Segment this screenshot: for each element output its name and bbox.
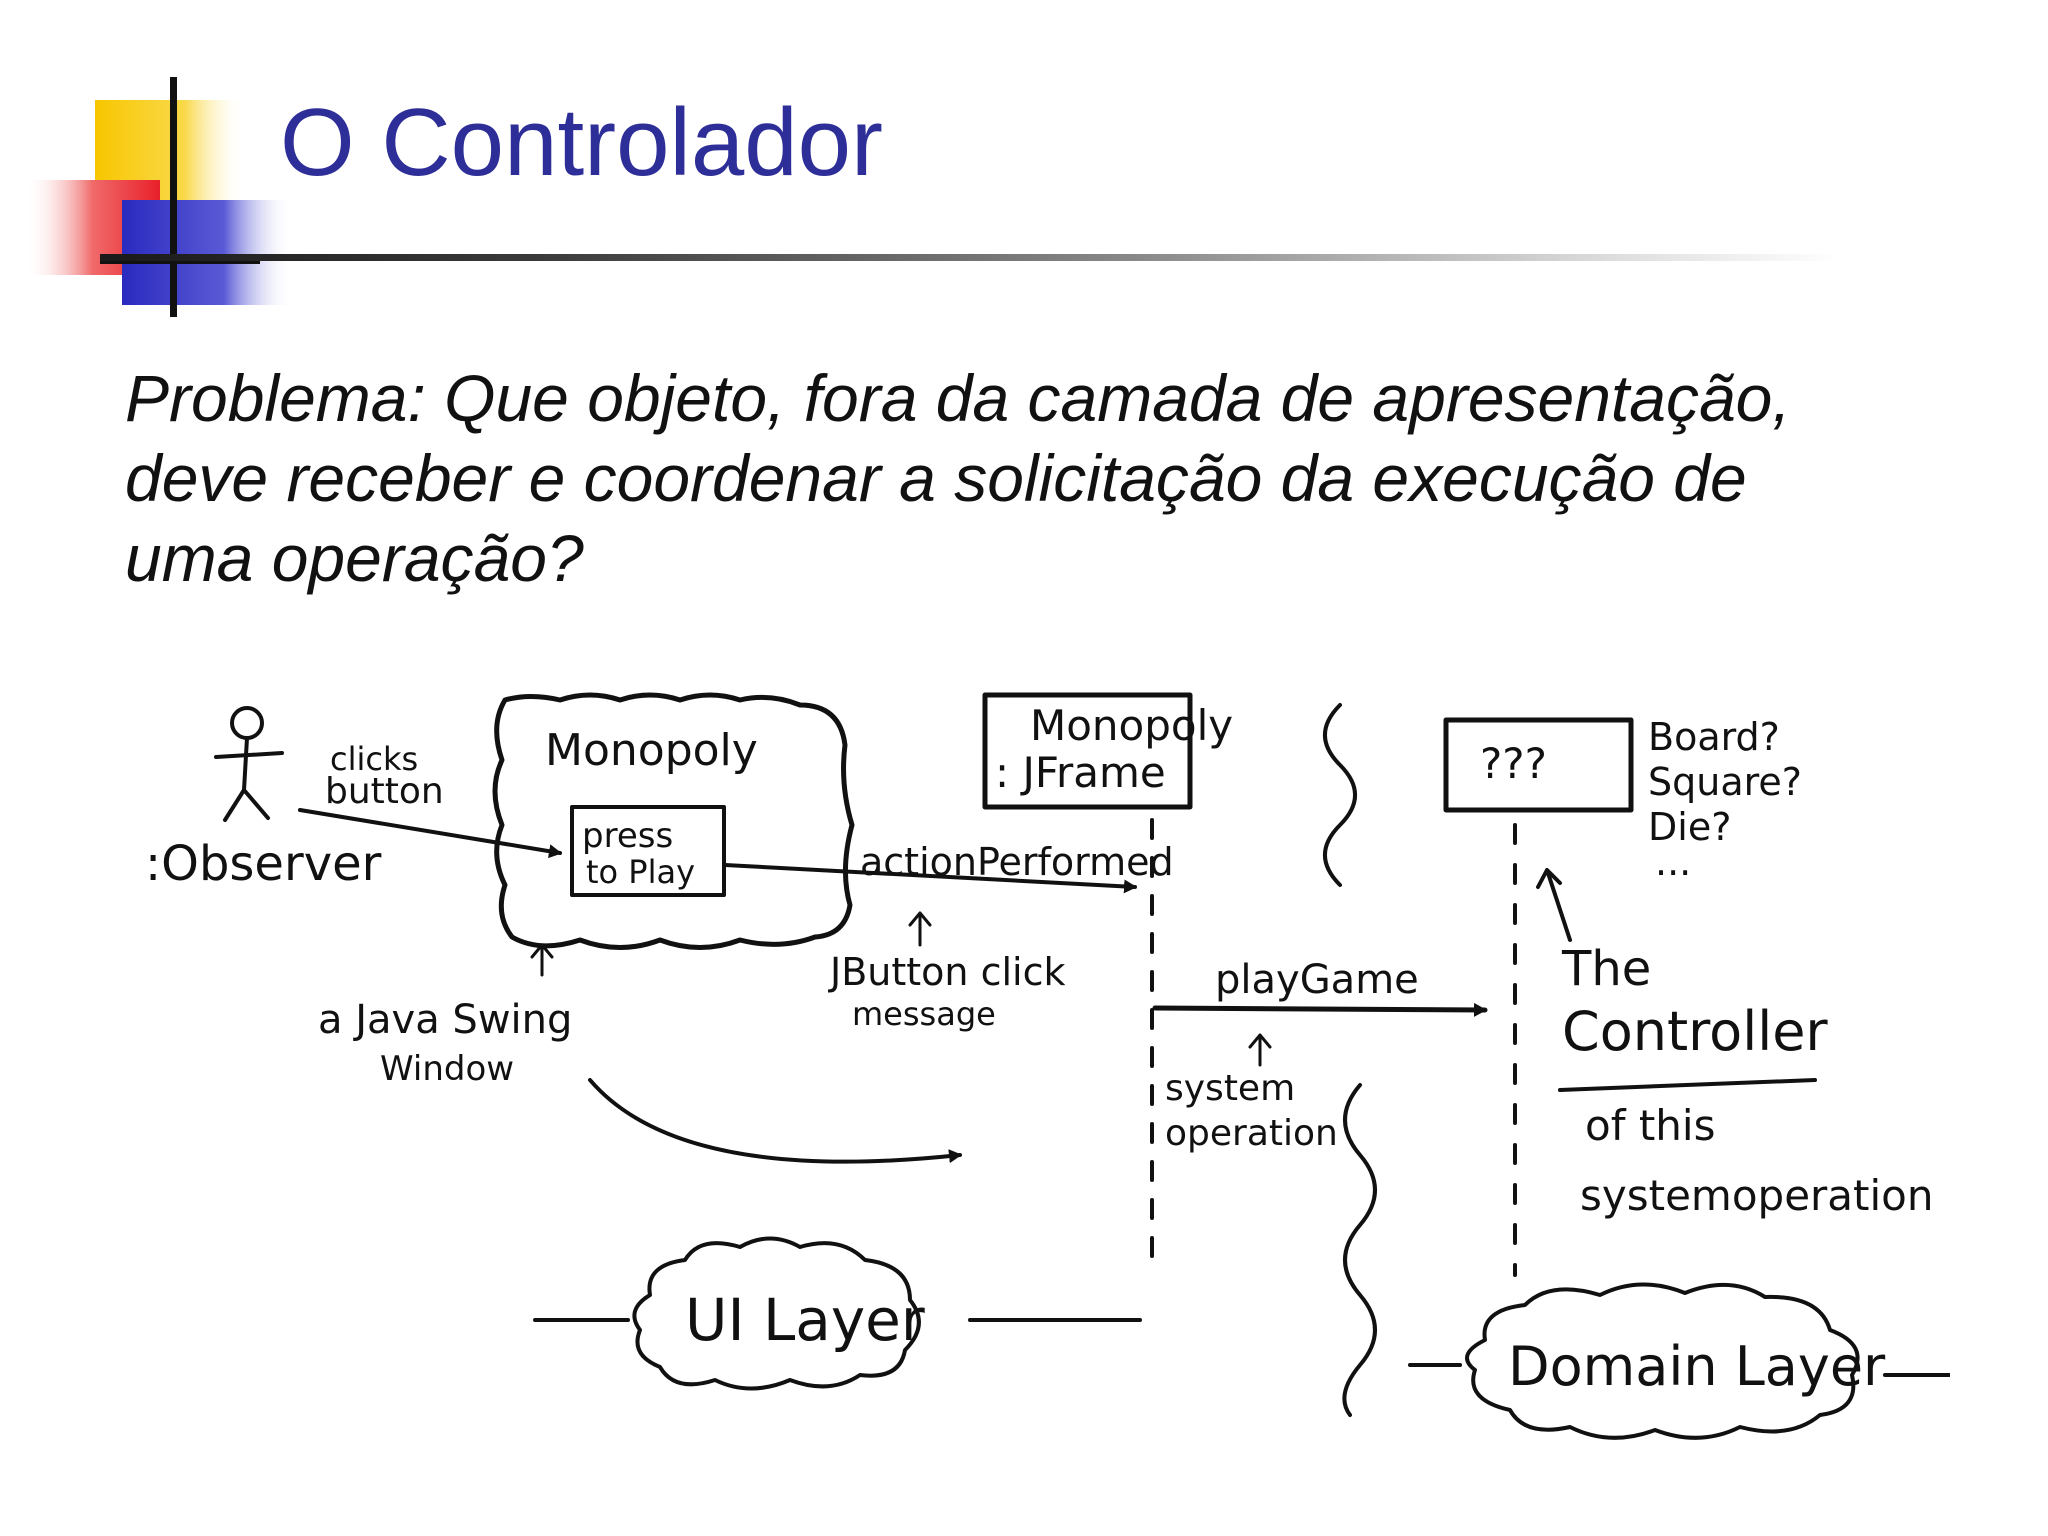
- slide-title: O Controlador: [280, 89, 883, 196]
- controller-label-line1: The: [1561, 941, 1651, 997]
- title-divider: [100, 254, 1840, 261]
- controller-sketch-diagram: :Observer clicks button Monopoly press t…: [145, 692, 1950, 1440]
- problem-line-2: deve receber e coordenar a solicitação d…: [125, 441, 1747, 515]
- domain-layer-cloud: [1465, 1282, 1860, 1440]
- ui-layer-cloud: [632, 1236, 921, 1391]
- candidate-square: Square?: [1648, 760, 1802, 804]
- slide-logo: [25, 77, 292, 317]
- play-game-arrow: [1152, 1002, 1488, 1017]
- controller-label-line4: systemoperation: [1580, 1171, 1934, 1220]
- action-performed-label: actionPerformed: [860, 840, 1174, 884]
- layer-squiggle-bottom: [1342, 1083, 1377, 1417]
- system-label: system: [1165, 1068, 1295, 1109]
- clicks-button-arrow: [298, 808, 562, 859]
- unknown-object-box: [1443, 717, 1634, 813]
- controller-pointer: [1536, 868, 1572, 942]
- press-to-play-button: [570, 805, 726, 897]
- jbutton-label-line2: message: [852, 995, 996, 1033]
- operation-label: operation: [1165, 1113, 1338, 1154]
- candidate-board: Board?: [1648, 715, 1780, 759]
- problem-line-3: uma operação?: [125, 521, 584, 595]
- button-label: button: [325, 771, 444, 812]
- java-swing-label-line1: a Java Swing: [318, 997, 572, 1043]
- jbutton-label-line1: JButton click: [828, 950, 1065, 994]
- jframe-label-line1: Monopoly: [1030, 701, 1233, 750]
- controller-underline: [1558, 1078, 1817, 1092]
- monopoly-window-label: Monopoly: [545, 725, 758, 776]
- play-game-label: playGame: [1215, 957, 1419, 1003]
- press-label: press: [582, 816, 673, 856]
- system-operation-pointer: [1248, 1033, 1272, 1067]
- problem-statement: Problema: Que objeto, fora da camada de …: [125, 358, 1975, 598]
- clicks-label: clicks: [330, 740, 418, 778]
- candidate-more: ...: [1655, 840, 1691, 884]
- controller-label-line3: of this: [1585, 1101, 1715, 1150]
- problem-line-1: Problema: Que objeto, fora da camada de …: [125, 361, 1791, 435]
- swing-curved-arrow: [588, 1078, 962, 1164]
- candidate-die: Die?: [1648, 805, 1731, 849]
- java-swing-label-line2: Window: [380, 1049, 514, 1089]
- monopoly-window-box: [492, 692, 855, 950]
- unknown-object-label: ???: [1480, 739, 1547, 788]
- ui-layer-label: UI Layer: [685, 1286, 925, 1354]
- jframe-label-line2: : JFrame: [995, 748, 1166, 797]
- controller-label-line2: Controller: [1562, 1000, 1828, 1063]
- domain-layer-label: Domain Layer: [1508, 1335, 1886, 1398]
- swing-pointer: [530, 943, 554, 977]
- jframe-box: [982, 692, 1193, 810]
- jbutton-pointer: [908, 911, 932, 947]
- observer-label: :Observer: [145, 836, 382, 892]
- to-play-label: to Play: [586, 853, 695, 891]
- action-performed-arrow: [723, 863, 1137, 894]
- layer-squiggle-top: [1323, 703, 1357, 887]
- observer-figure: [214, 706, 284, 822]
